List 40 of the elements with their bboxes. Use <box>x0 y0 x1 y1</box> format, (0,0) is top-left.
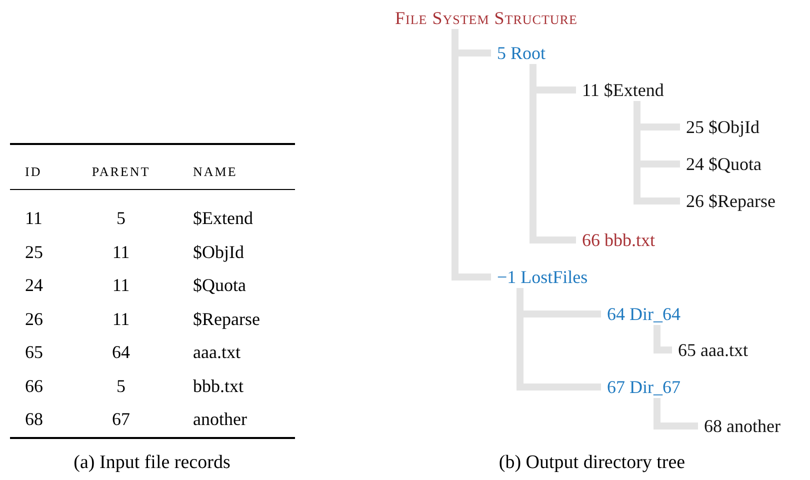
table-cell-text: 11 <box>112 240 130 262</box>
table-cell-text: 64 <box>112 341 130 363</box>
table-cell-text: 65 <box>25 341 43 363</box>
table-cell-text: 66 <box>25 374 43 396</box>
folder-entry: 11 $Extend <box>582 79 664 101</box>
table-cell-text: 11 <box>112 274 130 296</box>
table-cell-text: 11 <box>112 308 130 330</box>
table-cell-text: $Quota <box>193 274 246 296</box>
table-cell-text: $Reparse <box>193 308 260 330</box>
column-header: ID <box>25 163 42 181</box>
folder-entry: −1 LostFiles <box>497 266 588 288</box>
tree-connector <box>654 398 698 430</box>
table-cell-text: $ObjId <box>193 240 244 262</box>
table-cell-text: 68 <box>25 408 43 430</box>
column-header: NAME <box>193 163 238 181</box>
folder-entry: 5 Root <box>497 42 546 64</box>
file-entry: 24 $Quota <box>686 153 762 175</box>
tree-connector <box>654 325 672 354</box>
figure-caption: (b) Output directory tree <box>498 452 686 474</box>
tree-heading: File System Structure <box>395 7 578 29</box>
table-cell-text: 25 <box>25 240 43 262</box>
table-cell-text: 5 <box>116 374 126 396</box>
table-cell-text: 5 <box>116 207 126 229</box>
file-entry: 65 aaa.txt <box>678 339 748 361</box>
table-cell-text: 26 <box>25 308 43 330</box>
table-cell-text: aaa.txt <box>193 341 240 363</box>
folder-entry: 64 Dir_64 <box>607 303 680 325</box>
file-entry: 66 bbb.txt <box>582 229 656 251</box>
file-entry: 25 $ObjId <box>686 116 760 138</box>
table-cell-text: 11 <box>25 207 42 229</box>
table-cell-text: bbb.txt <box>193 374 244 396</box>
table-cell-text: 67 <box>112 408 130 430</box>
file-entry: 26 $Reparse <box>686 190 776 212</box>
table-cell-text: $Extend <box>193 207 253 229</box>
table-cell-text: another <box>193 408 247 430</box>
folder-entry: 67 Dir_67 <box>607 376 680 398</box>
column-header: PARENT <box>92 163 150 181</box>
figure-caption: (a) Input file records <box>74 452 230 474</box>
file-entry: 68 another <box>704 415 780 437</box>
table-cell-text: 24 <box>25 274 43 296</box>
